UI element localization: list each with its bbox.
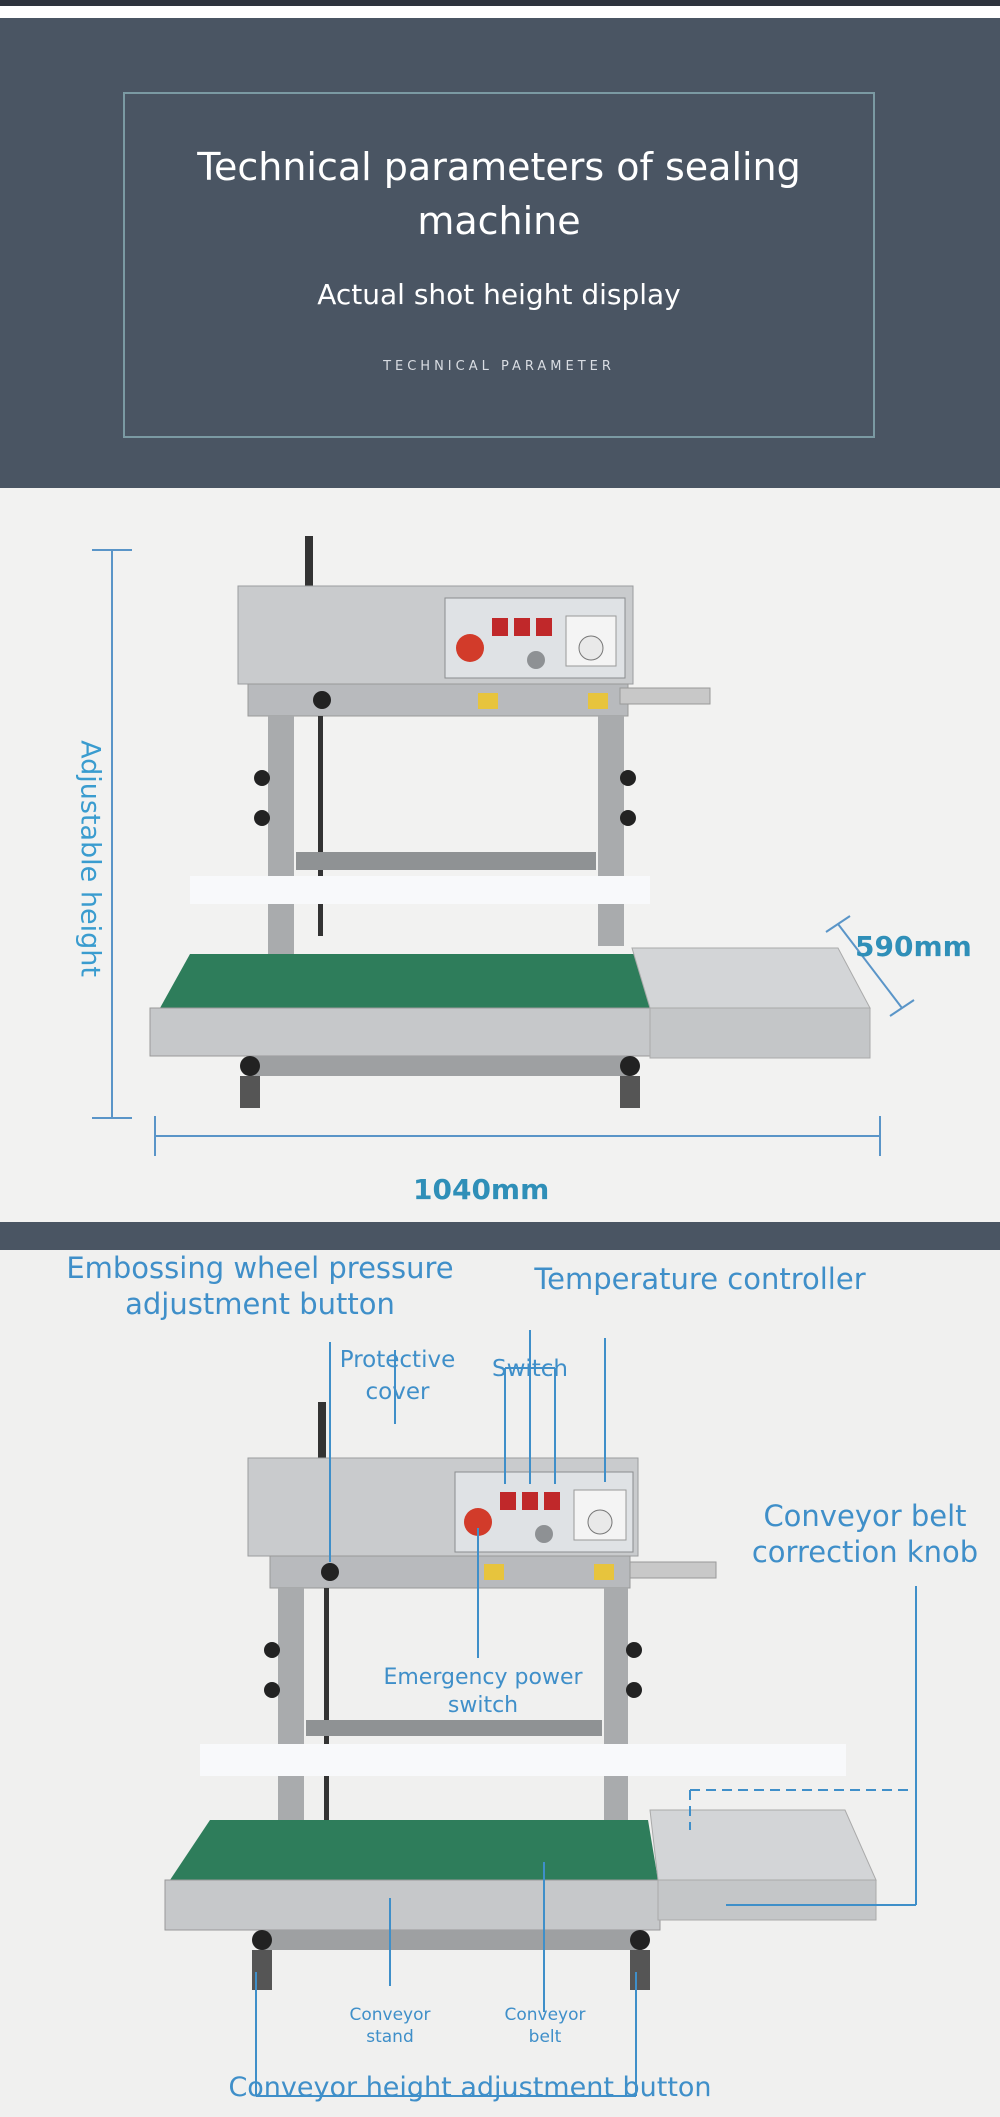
width-dimension-label: 1040mm [413,1173,550,1206]
machine-parts-illustration [164,1330,917,2097]
machine-dimensions-illustration [92,536,915,1156]
top-bar [0,0,1000,6]
section-divider [0,1222,1000,1250]
temperature-controller-label: Temperature controller [534,1262,866,1296]
hero-subtitle: Actual shot height display [317,278,681,311]
depth-dimension-label: 590mm [855,930,972,963]
conveyor-stand-label: Conveyor stand [349,2005,431,2047]
hero-title: Technical parameters of sealing machine [197,145,801,243]
hero-frame [123,92,875,438]
protective-cover-label: Protective cover [339,1347,456,1405]
switch-label: Switch [491,1356,569,1382]
height-adjustment-label: Conveyor height adjustment button [228,2072,712,2103]
height-dimension-label: Adjustable height [74,740,106,977]
hero-tag: TECHNICAL PARAMETER [383,359,615,374]
conveyor-belt-label: Conveyor belt [504,2005,586,2047]
emergency-switch-label: Emergency power switch [383,1665,583,1718]
belt-correction-knob-label: Conveyor belt correction knob [751,1499,979,1569]
embossing-wheel-label: Embossing wheel pressure adjustment butt… [66,1251,454,1321]
hero-banner [0,18,1000,488]
parts-panel [0,1250,1000,2117]
dimensions-panel [0,488,1000,1222]
